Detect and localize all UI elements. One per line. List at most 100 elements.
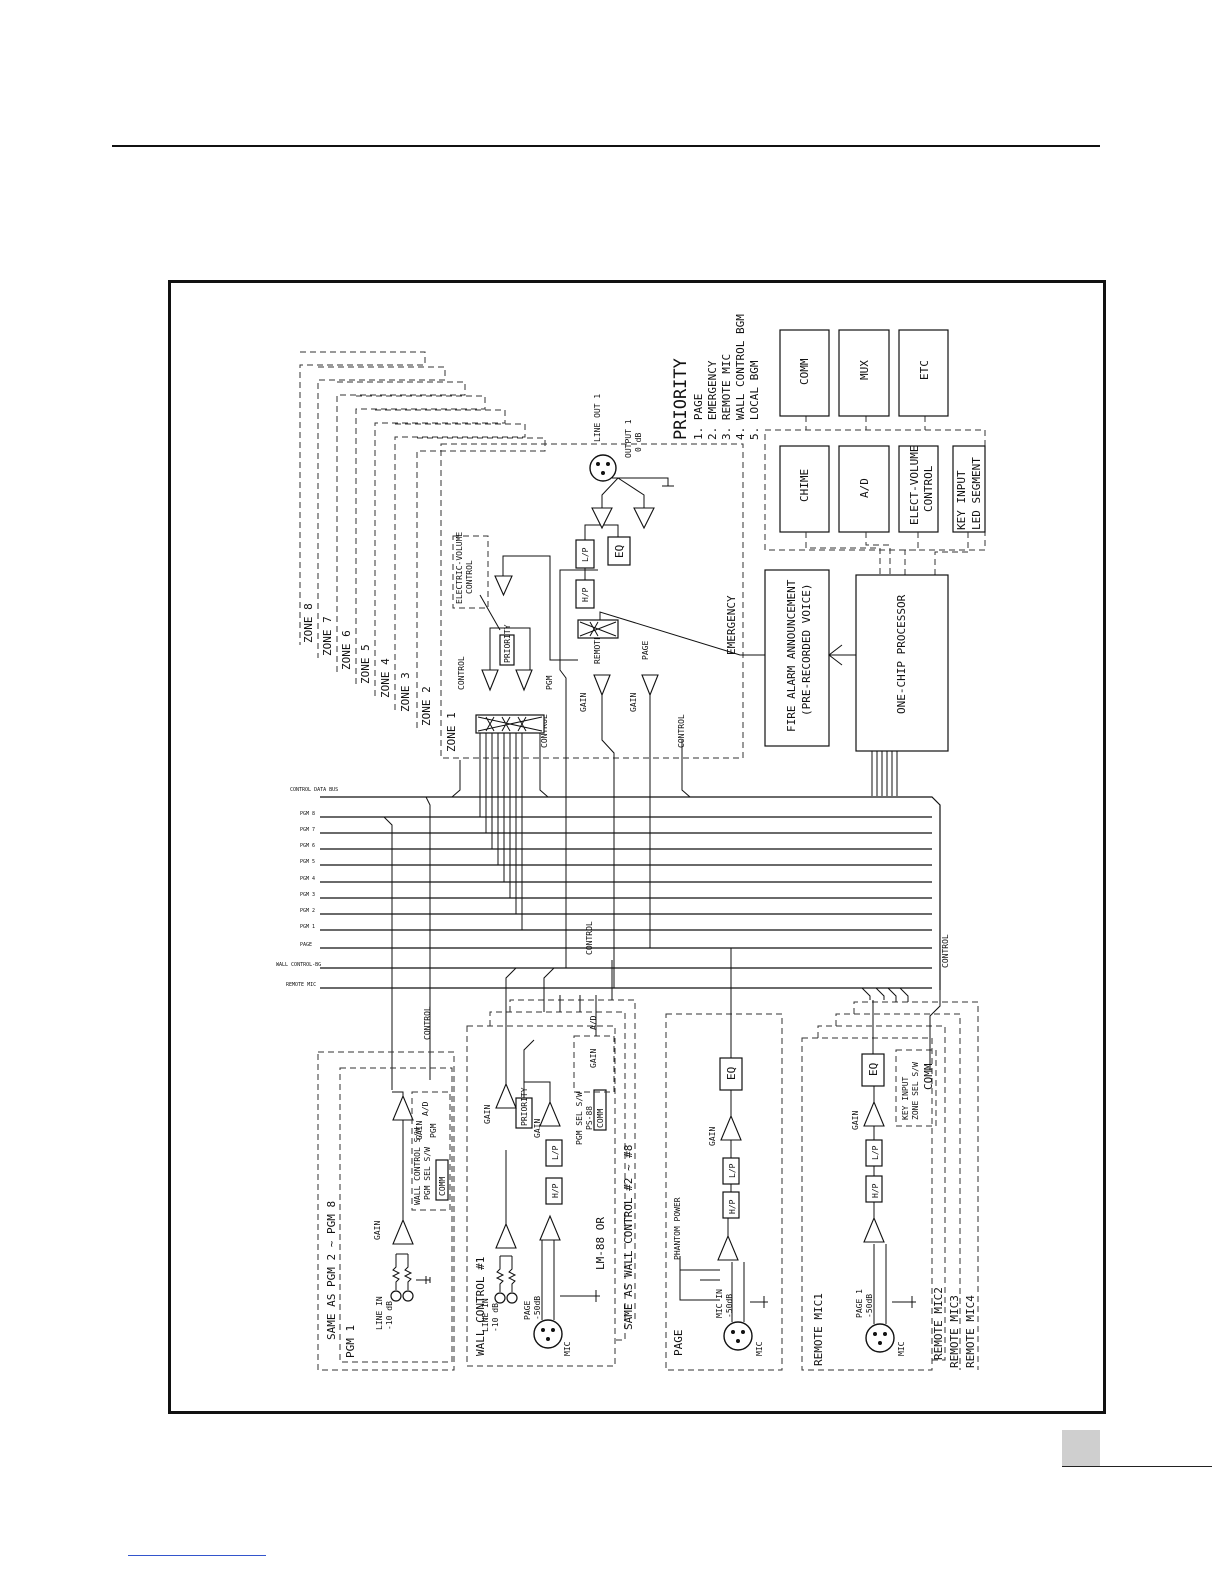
- zone-labels: ZONE 8 ZONE 7 ZONE 6 ZONE 5 ZONE 4 ZONE …: [302, 603, 458, 752]
- wall-gain-2: GAIN: [483, 1105, 492, 1124]
- key-input-label-1: KEY INPUT: [955, 470, 968, 530]
- bus-control-label: CONTROL: [585, 921, 594, 955]
- footer-link-rule: [128, 1555, 266, 1556]
- bus-label-pgm7: PGM 7: [300, 827, 315, 833]
- page-mic: MIC: [755, 1341, 764, 1356]
- pgm-title: PGM 1: [344, 1325, 357, 1358]
- page-eq: EQ: [725, 1067, 738, 1080]
- remote-title-4: REMOTE MIC4: [964, 1295, 977, 1368]
- remote-mic-section: REMOTE MIC1 REMOTE MIC2 REMOTE MIC3 REMO…: [801, 987, 979, 1371]
- zone-5-label: ZONE 5: [359, 644, 372, 684]
- wall-page-in-2: -50dB: [533, 1296, 542, 1320]
- bus-label-pgm8: PGM 8: [300, 811, 315, 817]
- key-input-label-2: LED SEGMENT: [970, 457, 983, 530]
- fire-alarm-label-2: (PRE-RECORDED VOICE): [800, 584, 813, 716]
- wall-ad: A/D: [589, 1015, 598, 1030]
- zone-1-internals: ELECTRIC-VOLUME CONTROL CONTROL PRIORITY…: [452, 394, 765, 748]
- bus-label-pgm2: PGM 2: [300, 908, 315, 914]
- pgm-section: SAME AS PGM 2 ~ PGM 8 PGM 1 LINE IN -10 …: [317, 1006, 455, 1371]
- zone-7-label: ZONE 7: [321, 616, 334, 656]
- ad-block-label: A/D: [858, 478, 871, 498]
- wall-control-section: WALL CONTROL #1 SAME AS WALL CONTROL #2 …: [466, 960, 636, 1367]
- zone-eq-label: EQ: [613, 545, 626, 558]
- wall-lp: L/P: [551, 1145, 560, 1160]
- zone-pgm-label: PGM: [545, 675, 554, 690]
- remote-title-1: REMOTE MIC1: [812, 1293, 825, 1366]
- remote-page-in-2: -50dB: [865, 1294, 874, 1318]
- wall-mic: MIC: [563, 1341, 572, 1356]
- header-rule: [112, 145, 1100, 147]
- zone-page-label: PAGE: [641, 641, 650, 660]
- zone-output-level: 0 dB: [634, 433, 643, 452]
- emergency-label: EMERGENCY: [725, 595, 738, 655]
- zone-remote-label: REMOTE: [593, 635, 602, 664]
- zone-1-label: ZONE 1: [445, 712, 458, 752]
- zone-3-label: ZONE 3: [399, 672, 412, 712]
- bus-label-pgm6: PGM 6: [300, 843, 315, 849]
- page-mic-in: MIC IN: [715, 1289, 724, 1318]
- remote-title-3: REMOTE MIC3: [948, 1295, 961, 1368]
- wall-title: WALL CONTROL #1: [474, 1257, 487, 1356]
- priority-item-1: 1. PAGE: [692, 394, 705, 440]
- remote-key-input: KEY INPUT: [901, 1076, 910, 1120]
- mux-block-label: MUX: [858, 360, 871, 380]
- pgm-pgm: PGM: [429, 1123, 438, 1138]
- priority-list: PRIORITY 1. PAGE 2. EMERGENCY 3. REMOTE …: [671, 314, 761, 440]
- comm-block-label: COMM: [798, 358, 811, 385]
- wall-ps: PS-88: [585, 1106, 594, 1130]
- fire-alarm-label-1: FIRE ALARM ANNOUNCEMENT: [785, 579, 798, 732]
- priority-item-3: 3. REMOTE MIC: [720, 354, 733, 440]
- elect-volume-label-2: CONTROL: [922, 465, 935, 512]
- etc-block-label: ETC: [918, 360, 931, 380]
- page-number-tab: [1062, 1430, 1100, 1466]
- wall-gain-3: GAIN: [589, 1049, 598, 1068]
- bus-label-pgm4: PGM 4: [300, 876, 315, 882]
- zone-stack: [299, 351, 744, 759]
- page-phantom: PHANTOM POWER: [673, 1197, 682, 1260]
- bus-label-remote: REMOTE MIC: [286, 982, 316, 988]
- pgm-same-as: SAME AS PGM 2 ~ PGM 8: [325, 1201, 338, 1340]
- zone-8-label: ZONE 8: [302, 603, 315, 643]
- zone-priority-label: PRIORITY: [503, 624, 512, 663]
- control-blocks: COMM MUX ETC CHIME A/D ELECT-VOLUME CONT…: [764, 329, 986, 796]
- page-hp: H/P: [728, 1199, 737, 1214]
- zone-4-label: ZONE 4: [379, 658, 392, 698]
- page-section: PAGE EQ GAIN L/P H/P PHANTOM POWER MIC M…: [665, 948, 783, 1371]
- diagram-frame: [168, 280, 1106, 1414]
- wall-comm: COMM: [596, 1109, 605, 1128]
- zone-control-label-3: CONTROL: [677, 714, 686, 748]
- zone-6-label: ZONE 6: [340, 630, 353, 670]
- zone-gain-1: GAIN: [579, 693, 588, 712]
- zone-control-label: CONTROL: [457, 656, 466, 690]
- priority-item-2: 2. EMERGENCY: [706, 360, 719, 440]
- page-lp: L/P: [728, 1163, 737, 1178]
- elect-volume-label-1: ELECT-VOLUME: [908, 446, 921, 525]
- processor-label: ONE-CHIP PROCESSOR: [895, 594, 908, 714]
- bus-label-page: PAGE: [300, 942, 312, 948]
- bus-label-wall: WALL CONTROL-BG: [276, 962, 321, 968]
- wall-gain: GAIN: [533, 1119, 542, 1138]
- wall-pgm-sel: PGM SEL S/W: [575, 1092, 584, 1145]
- remote-lp: L/P: [871, 1145, 880, 1160]
- pgm-gain-2: GAIN: [415, 1121, 424, 1140]
- wall-hp: H/P: [551, 1183, 560, 1198]
- pgm-line-in-1: LINE IN: [375, 1296, 384, 1330]
- zone-output: OUTPUT 1: [624, 419, 633, 458]
- pgm-gain: GAIN: [373, 1221, 382, 1240]
- zone-gain-2: GAIN: [629, 693, 638, 712]
- pgm-wall-sel: WALL CONTROL S/W: [413, 1128, 422, 1205]
- remote-mic: MIC: [897, 1341, 906, 1356]
- priority-heading: PRIORITY: [671, 358, 691, 440]
- page-mic-in-2: -50dB: [725, 1294, 734, 1318]
- page-tab-rule: [1062, 1466, 1212, 1467]
- wall-page-in: PAGE: [523, 1301, 532, 1320]
- bus-label-pgm1: PGM 1: [300, 924, 315, 930]
- pgm-control: CONTROL: [423, 1006, 432, 1040]
- bus-control-label-2: CONTROL: [941, 934, 950, 968]
- bus-label-pgm3: PGM 3: [300, 892, 315, 898]
- wall-same-as: SAME AS WALL CONTROL #2 ~ #8: [622, 1145, 635, 1330]
- remote-eq: EQ: [867, 1063, 880, 1076]
- wall-line-in-1: LINE IN: [481, 1298, 490, 1332]
- bus-label-pgm5: PGM 5: [300, 859, 315, 865]
